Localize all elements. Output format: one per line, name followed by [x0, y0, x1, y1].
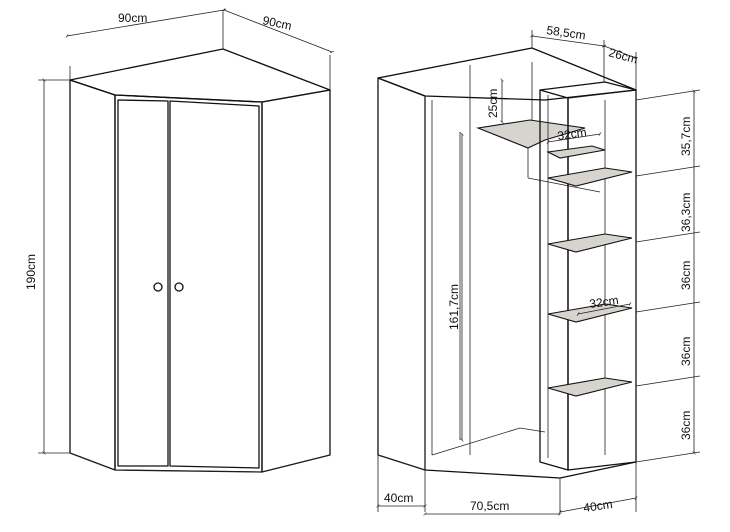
label-top-depth: 58,5cm: [546, 23, 587, 42]
label-top-side: 26cm: [607, 45, 639, 66]
right-door: [169, 100, 260, 469]
open-wardrobe: [377, 47, 637, 479]
left-door-knob: [153, 282, 163, 292]
right-door-knob: [174, 282, 184, 292]
open-floor: [424, 461, 637, 479]
dim-line-shelf-lower: [576, 302, 632, 316]
dim-line-bottom-right: [558, 496, 638, 514]
label-width-front: 90cm: [118, 11, 147, 25]
tower-shelf-2: [547, 167, 633, 187]
tower-shelf-1: [546, 145, 606, 159]
label-comp-3: 36cm: [679, 261, 693, 290]
front-frame: [114, 94, 263, 473]
left-door: [117, 99, 169, 467]
label-bottom-left: 40cm: [384, 491, 413, 505]
dim-line-width-front: [65, 8, 226, 38]
shelf-tower-side: [567, 89, 637, 471]
label-bottom-mid: 70,5cm: [470, 499, 509, 513]
label-top-gap: 25cm: [486, 89, 500, 118]
label-comp-2: 36,3cm: [679, 193, 693, 232]
tower-shelf-3: [547, 233, 633, 253]
label-width-side: 90cm: [261, 13, 293, 33]
tower-shelf-5: [547, 377, 633, 397]
dim-line-top-side: [602, 44, 638, 60]
plinth-line: [69, 452, 331, 473]
wardrobe-top: [69, 48, 331, 103]
shelf-tower-front: [539, 89, 569, 471]
dim-line-top-depth: [530, 34, 606, 48]
label-comp-4: 36cm: [679, 337, 693, 366]
label-bottom-right: 40cm: [582, 497, 613, 515]
dim-line-shelf-upper: [546, 132, 602, 144]
label-shelf-lower: 32cm: [588, 293, 619, 311]
label-comp-1: 35,7cm: [679, 117, 693, 156]
label-height: 190cm: [24, 254, 38, 290]
label-rail-height: 161,7cm: [447, 284, 461, 330]
label-comp-5: 36cm: [679, 411, 693, 440]
closed-wardrobe: [69, 48, 331, 473]
right-angled-panel: [261, 89, 331, 473]
label-shelf-upper: 32cm: [556, 125, 587, 143]
left-dimensions: [38, 8, 334, 455]
dim-line-width-side: [222, 8, 334, 54]
open-left-panel: [377, 77, 426, 471]
left-side-panel: [69, 79, 116, 471]
right-dimensions: [376, 30, 701, 516]
